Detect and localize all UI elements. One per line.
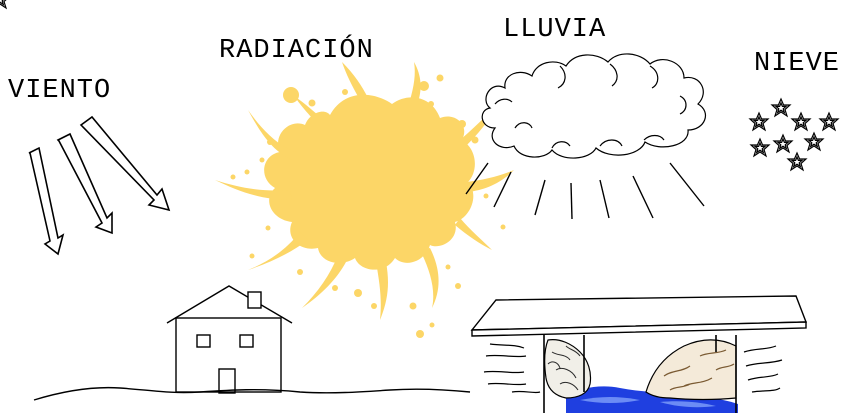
rain-cloud-icon <box>481 53 707 159</box>
sun-ray <box>215 180 292 200</box>
sun-drop <box>483 193 489 199</box>
wind-arrow-2 <box>56 132 113 235</box>
sun-ray <box>455 218 492 250</box>
house-door <box>218 368 236 394</box>
sun-drop <box>436 74 444 82</box>
snow-star <box>749 112 769 131</box>
wind-arrows-icon <box>28 115 171 256</box>
sun-drop <box>471 136 479 144</box>
sun-ray <box>248 110 296 160</box>
sun-drop <box>297 269 303 275</box>
sun-drop <box>500 224 506 230</box>
rain-line <box>599 179 610 219</box>
snow-star <box>750 138 770 157</box>
snow-star <box>787 152 807 171</box>
snow-star <box>791 112 811 131</box>
sun-ray <box>342 62 368 100</box>
sun-drop <box>265 225 271 231</box>
sun-drop <box>249 253 255 259</box>
snow-star <box>819 112 839 131</box>
sun-drop <box>371 303 377 309</box>
rock-left-detail <box>547 345 581 391</box>
snow-label: NIEVE <box>754 49 840 79</box>
sun-ray <box>410 62 421 102</box>
rock-right <box>645 339 737 401</box>
rain-line <box>465 162 489 195</box>
bridge-deck-front <box>471 321 807 337</box>
sun-ray <box>466 170 514 192</box>
sun-drop <box>429 322 435 328</box>
cloud-detail <box>494 63 687 149</box>
river-highlight <box>580 397 640 403</box>
snow-star <box>771 98 791 117</box>
sun-drop <box>409 302 417 310</box>
sun-drop <box>445 264 451 270</box>
sun-drop <box>277 207 283 213</box>
sun-drop <box>428 101 434 107</box>
sun-splash-icon <box>215 62 514 338</box>
rain-label: LLUVIA <box>503 15 606 45</box>
sun-body <box>264 94 475 270</box>
sun-drop <box>419 81 429 91</box>
radiation-label: RADIACIÓN <box>219 33 374 66</box>
house-chimney <box>247 291 262 309</box>
snow-star <box>0 0 8 10</box>
rain-line <box>570 182 573 220</box>
ground-line <box>33 386 471 401</box>
sun-drop <box>308 99 316 107</box>
wind-arrow-1 <box>28 146 65 256</box>
sun-drop <box>416 330 424 338</box>
bridge-icon <box>470 295 808 413</box>
erosion-lines-right <box>743 345 783 393</box>
sun-drop <box>244 169 250 175</box>
house-window-left <box>196 334 211 348</box>
sun-drop <box>455 283 461 289</box>
river-highlight <box>660 401 716 408</box>
rain-line <box>493 171 512 208</box>
sun-drop <box>259 157 265 163</box>
sun-drop <box>332 285 338 291</box>
sun-drop <box>354 289 362 297</box>
rain-lines-icon <box>465 162 705 220</box>
sun-ray <box>302 255 346 308</box>
sun-drop <box>342 89 348 95</box>
sun-ray <box>376 262 388 320</box>
rain-line <box>632 175 654 219</box>
cloud-outline <box>481 53 707 159</box>
snow-star <box>804 132 824 151</box>
house-walls <box>175 317 282 393</box>
wind-arrow-3 <box>79 115 171 212</box>
wind-label: VIENTO <box>8 76 111 106</box>
rock-right-detail <box>663 349 735 391</box>
sun-drop <box>230 174 236 180</box>
erosion-lines-left <box>483 343 541 394</box>
snowflake-stars-icon <box>0 0 839 171</box>
sun-ray <box>420 248 439 308</box>
sun-drop <box>267 139 273 145</box>
rain-line <box>534 179 546 216</box>
sun-ray <box>294 96 324 124</box>
sun-drop <box>458 120 466 128</box>
rain-line <box>669 162 705 207</box>
snow-star <box>773 134 793 153</box>
house-icon <box>166 285 293 394</box>
house-roof <box>166 285 293 324</box>
sun-drop <box>283 87 299 103</box>
house-window-right <box>239 334 254 348</box>
sun-ray <box>248 232 308 270</box>
